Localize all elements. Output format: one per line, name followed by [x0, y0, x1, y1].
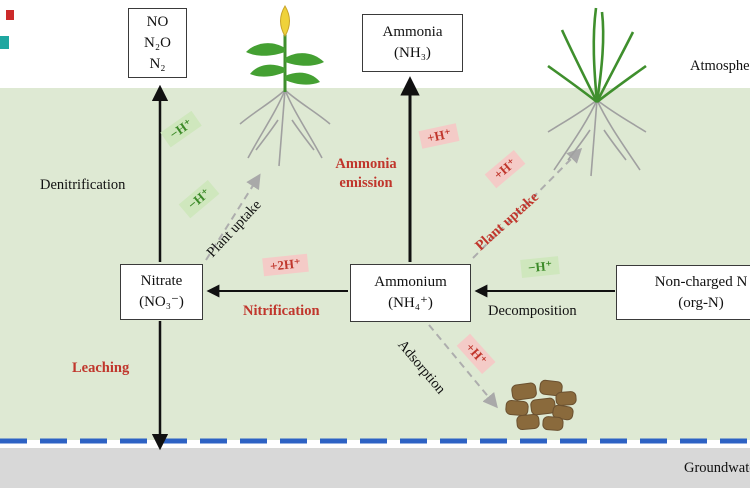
ammonia-box: Ammonia (NH₃)	[362, 14, 463, 72]
groundwater-zone	[0, 448, 750, 488]
ammonia-emission-line2: emission	[339, 174, 393, 191]
denitrification-label: Denitrification	[40, 177, 126, 193]
gas-n2-label: N₂	[149, 55, 166, 72]
gas-n2o-label: N₂O	[144, 34, 171, 51]
grass-roots	[547, 99, 647, 177]
ammonia-emission-label: Ammonia emission	[330, 155, 402, 193]
plant-uptake-right-arrow	[472, 147, 583, 259]
grass-plant-icon	[547, 7, 647, 177]
nitrate-box: Nitrate (NO₃⁻)	[120, 264, 203, 320]
nitrate-formula-label: (NO₃⁻)	[139, 294, 184, 310]
gas-no-label: NO	[146, 13, 169, 30]
groundwater-label: Groundwater	[684, 460, 750, 476]
leaching-label: Leaching	[72, 360, 130, 376]
organic-n-box: Non-charged N (org-N)	[616, 265, 750, 320]
adsorption-arrow	[428, 324, 498, 409]
soil-particles-icon	[505, 379, 577, 431]
nitrification-label: Nitrification	[243, 303, 320, 319]
nitrate-name-label: Nitrate	[140, 273, 183, 289]
screen-artifact-red	[6, 10, 14, 20]
corn-plant-icon	[239, 5, 331, 167]
ammonia-name-label: Ammonia	[382, 24, 443, 40]
screen-artifact-teal	[0, 36, 9, 49]
grass-blades	[547, 7, 647, 104]
corn-leaves	[246, 43, 324, 85]
ammonium-name-label: Ammonium	[374, 274, 447, 290]
ammonium-formula-label: (NH₄⁺)	[388, 295, 433, 311]
organic-n-name-label: Non-charged N	[654, 273, 748, 290]
plant-uptake-left-arrow	[205, 173, 261, 261]
corn-roots	[239, 89, 331, 167]
ammonia-formula-label: (NH₃)	[394, 45, 431, 61]
ammonium-box: Ammonium (NH₄⁺)	[350, 264, 471, 322]
ammonia-emission-line1: Ammonia	[335, 156, 397, 172]
corn-tassel	[280, 5, 290, 37]
gas-products-box: NO N₂O N₂	[128, 8, 187, 78]
decomposition-label: Decomposition	[488, 303, 577, 319]
atmosphere-label: Atmosphere	[690, 58, 750, 74]
organic-n-formula-label: (org-N)	[678, 294, 724, 311]
